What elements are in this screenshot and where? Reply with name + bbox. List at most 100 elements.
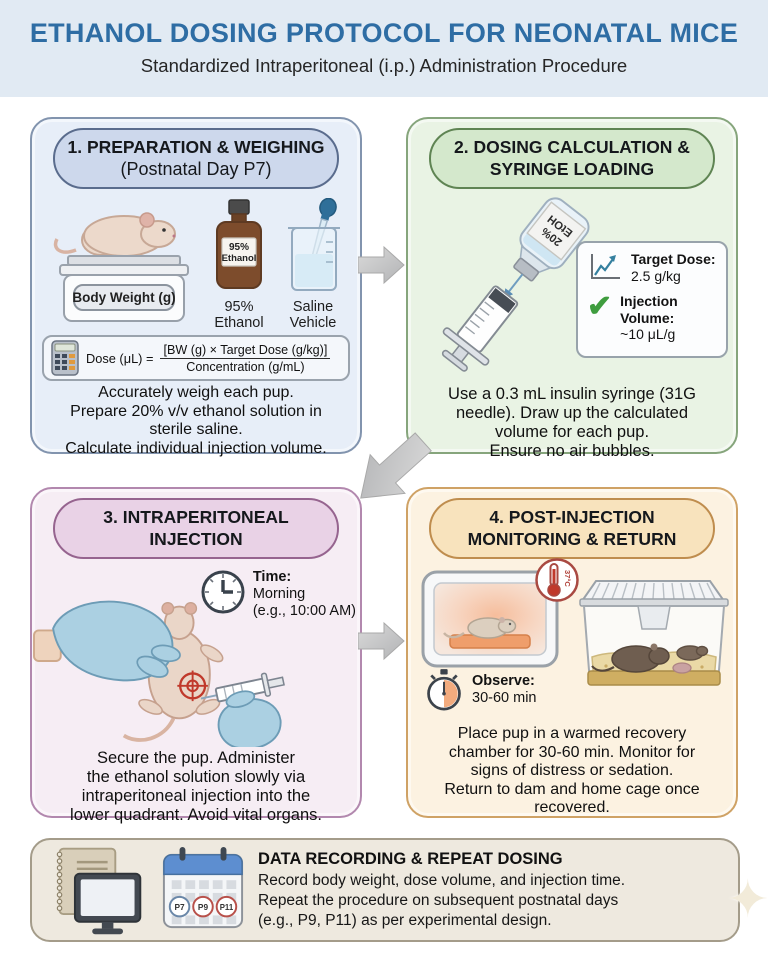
ethanol-bottle-icon: 95% Ethanol bbox=[216, 199, 262, 289]
mouse-on-scale-illustration: Body Weight (g) bbox=[46, 198, 198, 331]
beaker-caption-line2: Vehicle bbox=[289, 315, 337, 331]
target-dose-label: Target Dose: bbox=[631, 251, 716, 267]
panel3-caption: Secure the pup. Administer the ethanol s… bbox=[32, 749, 360, 825]
scale-display-label: Body Weight (g) bbox=[72, 290, 175, 305]
chart-trend-icon bbox=[591, 254, 620, 279]
panel2-caption: Use a 0.3 mL insulin syringe (31G needle… bbox=[408, 385, 736, 461]
calendar-day-p9: P9 bbox=[198, 902, 209, 912]
footer-line: (e.g., P9, P11) as per experimental desi… bbox=[258, 911, 552, 929]
footer-title: DATA RECORDING & REPEAT DOSING bbox=[258, 849, 563, 868]
footer-text-block: DATA RECORDING & REPEAT DOSING Record bo… bbox=[258, 850, 625, 931]
injection-volume-label2: Volume: bbox=[620, 309, 675, 326]
panel2-illustration: 20% EtOH bbox=[408, 193, 736, 381]
clock-icon bbox=[201, 570, 245, 614]
panel2-caption-line: Use a 0.3 mL insulin syringe (31G bbox=[448, 385, 696, 403]
footer-data-recording: P7 P9 P11 DATA RECORDING & REPEAT DOSING… bbox=[30, 838, 740, 942]
thermometer-temp-label: 37°C bbox=[563, 570, 572, 587]
formula-fraction: [BW (g) × Target Dose (g/kg)] Concentrat… bbox=[160, 343, 331, 374]
injection-volume-value: ~10 μL/g bbox=[620, 326, 676, 342]
panel1-illustration: Body Weight (g) 95% Ethanol 95% Ethanol bbox=[32, 193, 360, 331]
time-label: Time: bbox=[252, 569, 292, 585]
panel-dosing-calculation: 2. DOSING CALCULATION & SYRINGE LOADING … bbox=[406, 117, 738, 460]
beaker-caption-line1: Saline bbox=[292, 299, 334, 315]
panel3-caption-line: the ethanol solution slowly via bbox=[86, 768, 306, 786]
panel1-header-pill: 1. PREPARATION & WEIGHING (Postnatal Day… bbox=[53, 128, 339, 189]
dose-info-box: Target Dose: 2.5 g/kg ✔ Injection Volume… bbox=[576, 241, 728, 358]
recovery-chamber-icon bbox=[421, 570, 559, 668]
panel3-caption-line: intraperitoneal injection into the bbox=[81, 787, 311, 805]
panel1-caption-line: Prepare 20% v/v ethanol solution in bbox=[70, 402, 322, 420]
panel4-caption: Place pup in a warmed recovery chamber f… bbox=[408, 725, 736, 818]
calendar-day-p11: P11 bbox=[220, 903, 234, 912]
panel2-header-pill: 2. DOSING CALCULATION & SYRINGE LOADING bbox=[429, 128, 715, 189]
time-value-line1: Morning bbox=[252, 586, 306, 602]
arrow-right-icon bbox=[357, 620, 406, 667]
arrow-right-icon bbox=[357, 244, 406, 291]
panel4-caption-line: chamber for 30-60 min. Monitor for bbox=[448, 743, 696, 761]
time-info-box: Time: Morning (e.g., 10:00 AM) bbox=[200, 569, 356, 620]
bottle-caption-line2: Ethanol bbox=[214, 315, 264, 331]
calculator-icon bbox=[51, 340, 79, 376]
panel4-title-line2: MONITORING & RETURN bbox=[467, 529, 677, 549]
notebook-monitor-icon bbox=[56, 847, 142, 935]
panel-intraperitoneal-injection: 3. INTRAPERITONEAL INJECTION bbox=[30, 487, 362, 824]
panel4-caption-line: signs of distress or sedation. bbox=[470, 762, 674, 779]
panel1-caption-line: sterile saline. bbox=[149, 421, 243, 438]
scale-mouse-icon: Body Weight (g) bbox=[53, 212, 189, 322]
panel3-caption-line: lower quadrant. Avoid vital organs. bbox=[70, 806, 322, 824]
panel4-title-line1: 4. POST-INJECTION bbox=[489, 507, 655, 527]
panel1-caption-line: Accurately weigh each pup. bbox=[98, 384, 294, 401]
injection-hands-icon bbox=[33, 600, 285, 747]
panel1-caption: Accurately weigh each pup. Prepare 20% v… bbox=[32, 384, 360, 458]
panel4-caption-line: recovered. bbox=[534, 799, 610, 816]
panel2-caption-line: needle). Draw up the calculated bbox=[455, 404, 689, 422]
dose-formula-box: Dose (μL) = [BW (g) × Target Dose (g/kg)… bbox=[42, 335, 350, 381]
saline-beaker-icon bbox=[288, 197, 340, 291]
stopwatch-icon bbox=[427, 669, 461, 711]
panel2-title-line2: SYRINGE LOADING bbox=[489, 159, 655, 179]
panel4-caption-line: Return to dam and home cage once bbox=[444, 780, 700, 798]
panel4-header-pill: 4. POST-INJECTION MONITORING & RETURN bbox=[429, 498, 715, 559]
saline-beaker-group: Saline Vehicle bbox=[280, 197, 346, 331]
thermometer-badge-icon: 37°C bbox=[535, 558, 579, 602]
formula-denominator: Concentration (g/mL) bbox=[186, 359, 305, 374]
panel3-header-pill: 3. INTRAPERITONEAL INJECTION bbox=[53, 498, 339, 559]
bottle-label-percent: 95% bbox=[229, 242, 249, 253]
formula-prefix: Dose (μL) = bbox=[86, 350, 154, 366]
time-value-line2: (e.g., 10:00 AM) bbox=[252, 603, 356, 619]
panel4-illustration: 37°C bbox=[408, 558, 736, 721]
panel1-title: 1. PREPARATION & WEIGHING bbox=[67, 137, 325, 157]
panel1-subtitle: (Postnatal Day P7) bbox=[120, 159, 272, 179]
bottle-caption-line1: 95% bbox=[224, 299, 254, 315]
observe-info-row: Observe: 30-60 min bbox=[424, 667, 536, 713]
formula-numerator: [BW (g) × Target Dose (g/kg)] bbox=[160, 343, 331, 359]
page-title: ETHANOL DOSING PROTOCOL FOR NEONATAL MIC… bbox=[29, 18, 739, 48]
footer-line: Record body weight, dose volume, and inj… bbox=[258, 871, 626, 889]
ethanol-bottle-group: 95% Ethanol 95% Ethanol bbox=[211, 198, 267, 331]
panel-preparation-weighing: 1. PREPARATION & WEIGHING (Postnatal Day… bbox=[30, 117, 362, 457]
target-dose-row: Target Dose: 2.5 g/kg bbox=[587, 251, 717, 284]
panel3-title-line1: 3. INTRAPERITONEAL bbox=[103, 507, 289, 527]
calendar-day-p7: P7 bbox=[174, 902, 185, 912]
panel4-caption-line: Place pup in a warmed recovery bbox=[457, 725, 687, 742]
calendar-icon: P7 P9 P11 bbox=[162, 847, 244, 929]
panel3-caption-line: Secure the pup. Administer bbox=[96, 749, 296, 767]
panel3-illustration: Time: Morning (e.g., 10:00 AM) bbox=[32, 563, 360, 747]
panel-post-injection-monitoring: 4. POST-INJECTION MONITORING & RETURN bbox=[406, 487, 738, 818]
panel1-caption-line: Calculate individual injection volume. bbox=[65, 439, 327, 457]
checkmark-icon: ✔ bbox=[587, 290, 613, 323]
arrow-down-left-icon bbox=[344, 422, 440, 518]
home-cage-icon bbox=[579, 580, 729, 686]
panel2-title-line1: 2. DOSING CALCULATION & bbox=[454, 137, 690, 157]
injection-volume-row: ✔ Injection Volume: ~10 μL/g bbox=[587, 290, 717, 343]
observe-value: 30-60 min bbox=[472, 690, 537, 706]
panel2-caption-line: volume for each pup. bbox=[494, 423, 650, 441]
header-banner: ETHANOL DOSING PROTOCOL FOR NEONATAL MIC… bbox=[0, 0, 768, 97]
injection-volume-label1: Injection bbox=[620, 293, 678, 309]
footer-line: Repeat the procedure on subsequent postn… bbox=[258, 891, 619, 909]
target-dose-value: 2.5 g/kg bbox=[631, 267, 681, 284]
sparkle-icon: ✦ bbox=[726, 871, 768, 929]
panel2-caption-line: Ensure no air bubbles. bbox=[489, 442, 655, 460]
bottle-label-name: Ethanol bbox=[222, 253, 257, 264]
